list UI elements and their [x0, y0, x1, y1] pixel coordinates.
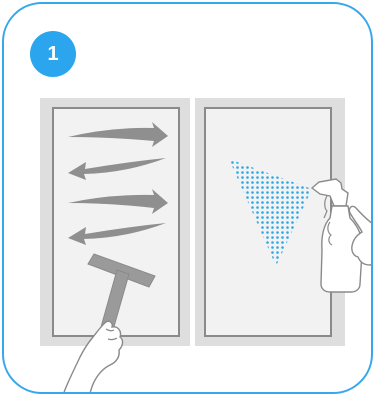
window-cleaning-illustration [0, 0, 379, 398]
